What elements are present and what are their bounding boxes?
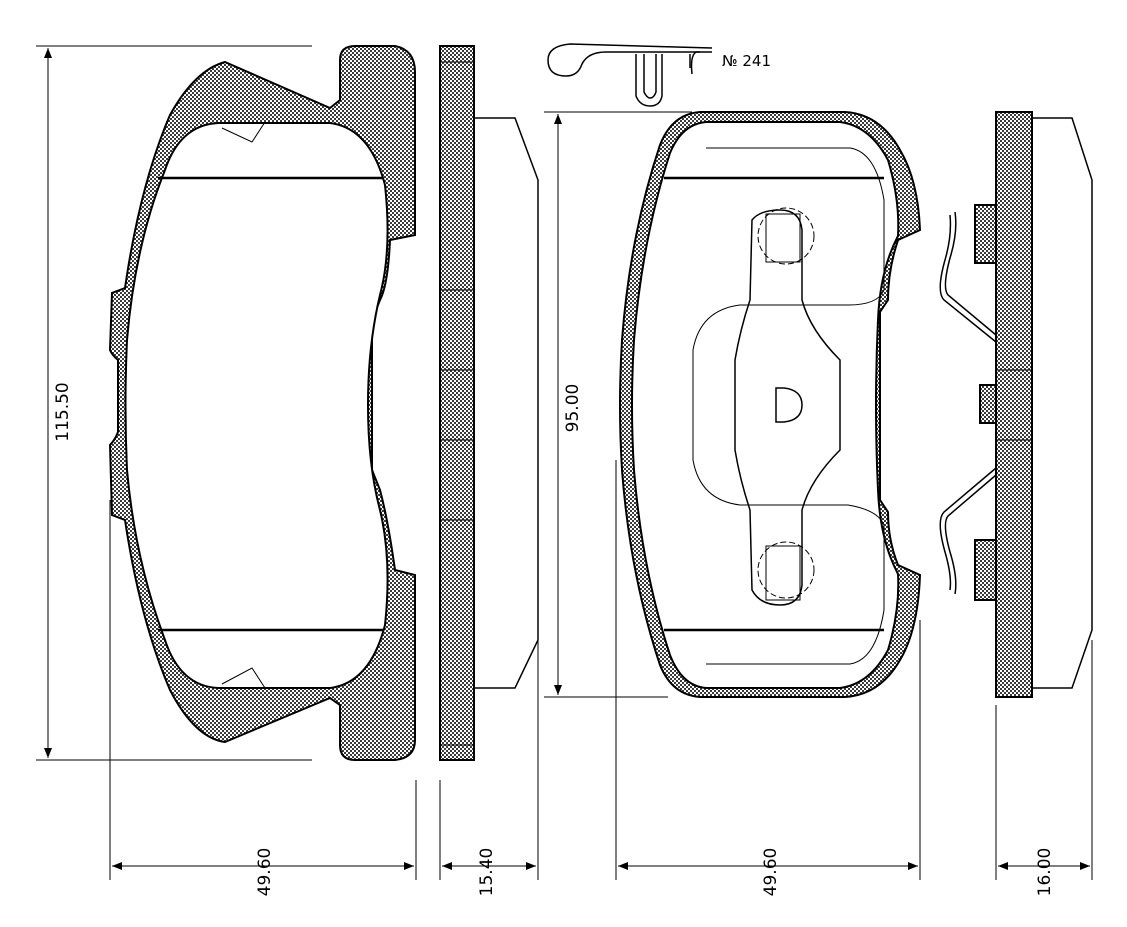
spring-clip: № 241 [547, 43, 771, 107]
right-pad-front-view [619, 111, 922, 698]
right-pad-clip-tab-middle [979, 384, 997, 424]
left-pad-friction-surface [124, 122, 389, 689]
left-pad-notch-bottom [221, 667, 266, 689]
right-pad-friction-surface [631, 121, 900, 689]
right-pad-hidden-outline [692, 147, 885, 665]
right-pad-lower-hole [757, 541, 815, 599]
right-pad-spring-wire [939, 214, 997, 343]
left-pad-side-backing [439, 45, 475, 761]
left-pad-notch-top [221, 121, 266, 143]
left-pad-side-view [439, 45, 539, 761]
right-pad-side-view [939, 111, 1093, 698]
dim-thickness-left: 15.40 [477, 848, 497, 897]
dim-thickness-right: 16.00 [1035, 848, 1055, 897]
right-pad-side-backing [995, 111, 1033, 698]
dim-height-right: 95.00 [563, 384, 583, 433]
right-pad-clip-tab-top [974, 204, 997, 264]
left-pad-front-view [108, 45, 416, 761]
left-pad-side-friction [474, 117, 539, 689]
dimension-lines: 115.50 95.00 49.60 15.40 49.60 16.00 [36, 45, 1093, 897]
right-pad-clip-tab-bottom [974, 539, 997, 601]
dim-width-left: 49.60 [255, 848, 275, 897]
spring-clip-reference: № 241 [722, 52, 771, 70]
right-pad-upper-hole [757, 207, 815, 265]
dim-height-left: 115.50 [53, 382, 73, 441]
dim-width-right: 49.60 [761, 848, 781, 897]
right-pad-side-friction [1032, 117, 1093, 689]
right-pad-d-mark [775, 387, 803, 423]
